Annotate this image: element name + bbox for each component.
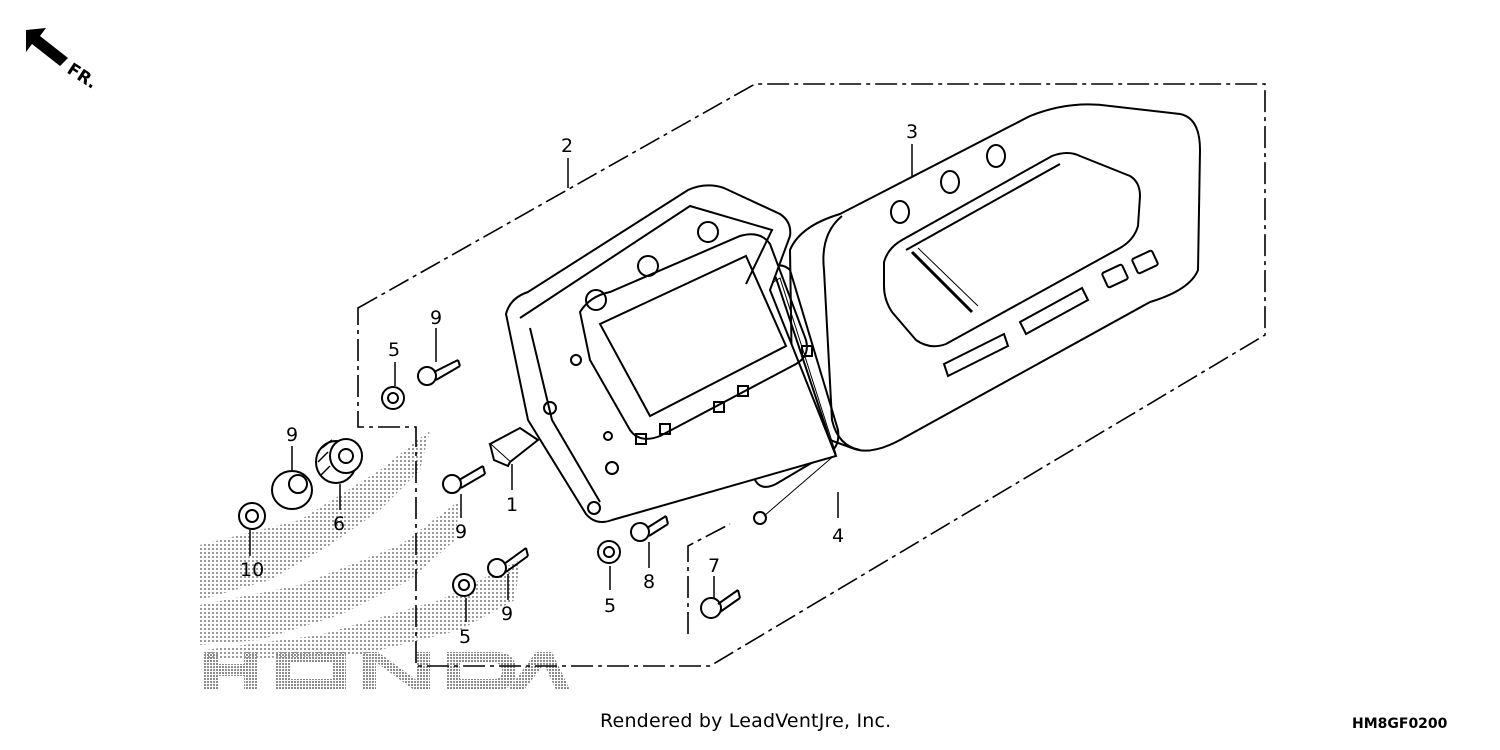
diagram-code: HM8GF0200: [1352, 716, 1448, 732]
part-1-holder: [488, 426, 540, 468]
callout-7: 7: [708, 555, 720, 577]
grommet-5-c: [597, 540, 621, 564]
bulb-8: [271, 470, 313, 510]
bolt-7: [700, 589, 741, 619]
meter-body: [504, 184, 838, 523]
callout-9-a: 9: [430, 307, 442, 329]
socket-6: [315, 438, 363, 484]
honda-wordmark: [204, 652, 570, 690]
grommet-5-a: [381, 386, 405, 410]
callout-10: 10: [240, 559, 264, 581]
callout-5-c: 5: [604, 595, 616, 617]
direction-label: FR.: [63, 59, 100, 93]
callout-5-a: 5: [388, 339, 400, 361]
screw-9-c: [487, 547, 529, 578]
screw-9-b: [442, 465, 486, 494]
nut-10: [238, 502, 266, 530]
callout-labels: 2 3 4 1 5 9 9 6 10 9 9 5 5 8 7: [240, 121, 918, 648]
meter-cover: [788, 103, 1202, 452]
screw-9-d: [630, 515, 669, 542]
callout-6: 6: [333, 513, 345, 535]
front-direction-indicator: FR.: [26, 28, 101, 93]
callout-8: 9: [286, 424, 298, 446]
leader-lines: [249, 144, 913, 622]
callout-4: 4: [832, 525, 844, 547]
callout-9-c: 9: [501, 603, 513, 625]
arrow-upleft-icon: [26, 28, 68, 66]
callout-5-b: 5: [459, 626, 471, 648]
honda-watermark: [200, 430, 570, 690]
callout-9-b: 9: [455, 521, 467, 543]
grommet-5-b: [452, 573, 476, 597]
callout-1: 1: [506, 494, 518, 516]
screw-9-a: [417, 359, 461, 386]
render-credit: Rendered by LeadVentJre, Inc.: [600, 710, 892, 732]
assembly-boundary: [357, 83, 1266, 667]
callout-9-d: 8: [643, 571, 655, 593]
callout-3: 3: [906, 121, 918, 143]
callout-2: 2: [561, 135, 573, 157]
